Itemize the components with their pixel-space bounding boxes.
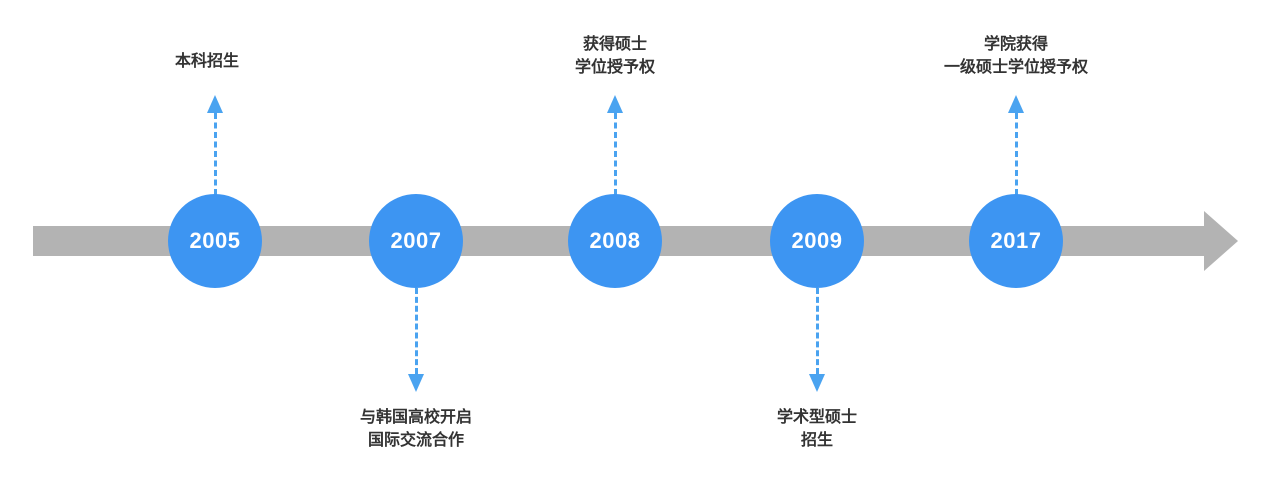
- event-label-2008: 获得硕士 学位授予权: [515, 33, 715, 79]
- connector-arrow-down-2007-icon: [408, 374, 424, 392]
- connector-line-2005: [214, 113, 217, 195]
- event-label-line: 与韩国高校开启: [359, 409, 472, 426]
- timeline-node-year: 2005: [189, 228, 241, 253]
- event-label-2007: 与韩国高校开启 国际交流合作: [316, 406, 516, 452]
- timeline-node-2017[interactable]: 2017: [969, 194, 1063, 288]
- connector-arrow-down-2009-icon: [809, 374, 825, 392]
- timeline-node-year: 2017: [990, 228, 1042, 253]
- connector-arrow-up-2017-icon: [1008, 95, 1024, 113]
- event-label-line: 国际交流合作: [367, 432, 464, 449]
- timeline-node-2008[interactable]: 2008: [568, 194, 662, 288]
- event-label-line: 一级硕士学位授予权: [943, 59, 1088, 76]
- timeline-node-year: 2008: [589, 228, 641, 253]
- event-label-line: 招生: [800, 432, 833, 449]
- event-label-line: 学位授予权: [574, 59, 655, 76]
- event-label-2009: 学术型硕士 招生: [717, 406, 917, 452]
- timeline-node-2007[interactable]: 2007: [369, 194, 463, 288]
- connector-line-2008: [614, 113, 617, 195]
- event-label-line: 本科招生: [175, 53, 240, 70]
- connector-arrow-up-2008-icon: [607, 95, 623, 113]
- connector-line-2007: [415, 288, 418, 374]
- timeline-node-2005[interactable]: 2005: [168, 194, 262, 288]
- timeline-node-year: 2007: [390, 228, 442, 253]
- connector-line-2017: [1015, 113, 1018, 195]
- connector-line-2009: [816, 288, 819, 374]
- event-label-2017: 学院获得 一级硕士学位授予权: [916, 33, 1116, 79]
- timeline-axis-arrow-icon: [1204, 211, 1238, 271]
- connector-arrow-up-2005-icon: [207, 95, 223, 113]
- timeline-node-2009[interactable]: 2009: [770, 194, 864, 288]
- event-label-2005: 本科招生: [175, 50, 239, 73]
- event-label-line: 学院获得: [983, 36, 1048, 53]
- event-label-line: 获得硕士: [582, 36, 647, 53]
- timeline-node-year: 2009: [791, 228, 843, 253]
- event-label-line: 学术型硕士: [776, 409, 857, 426]
